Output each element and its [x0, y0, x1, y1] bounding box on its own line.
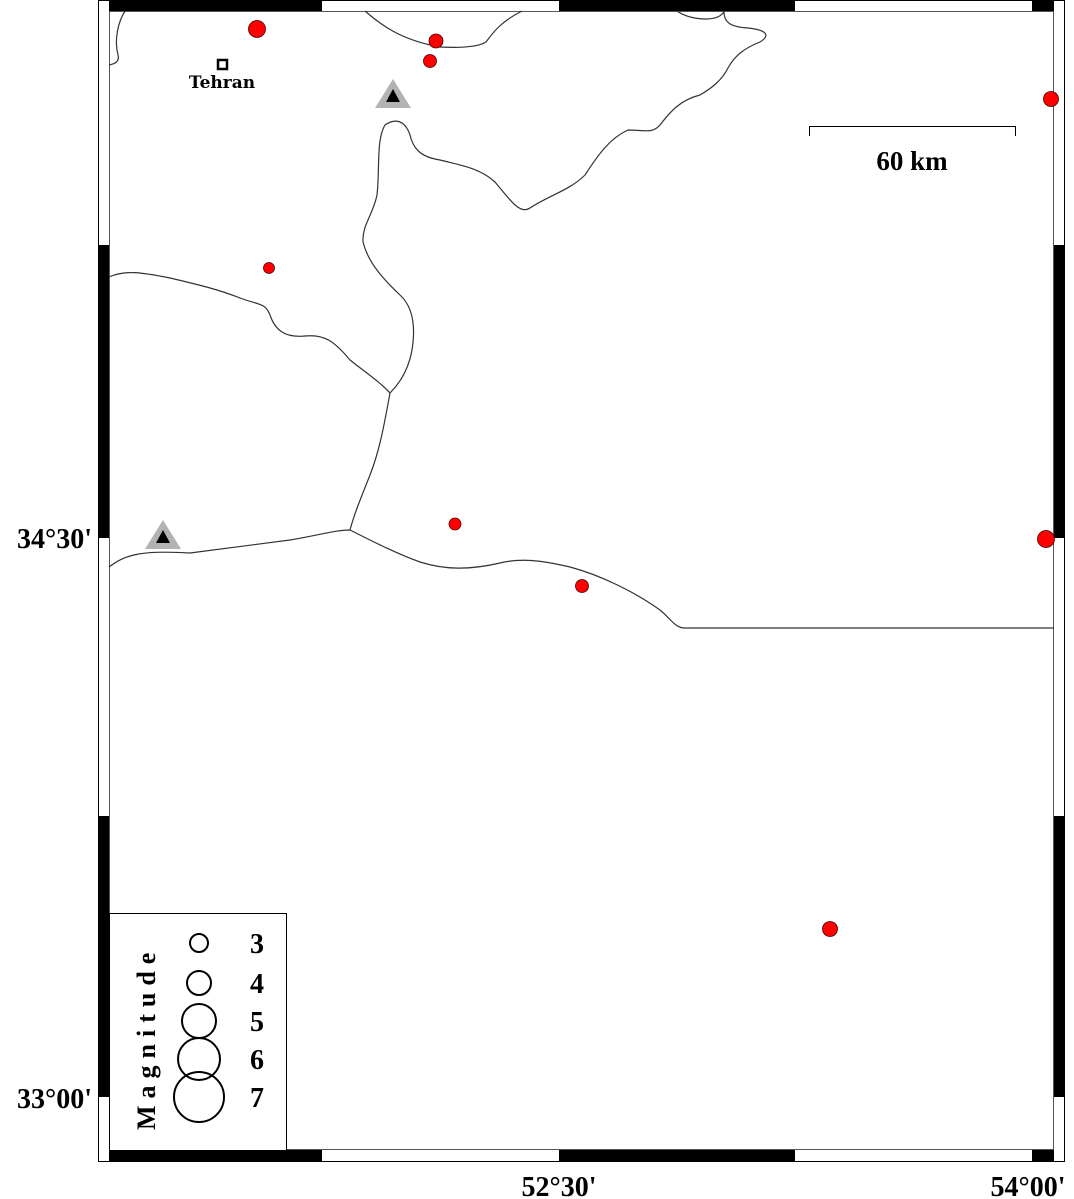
square-city-icon — [216, 58, 229, 71]
earthquake-marker[interactable] — [428, 33, 444, 49]
province-boundary-west — [108, 272, 391, 394]
station-marker[interactable] — [375, 79, 411, 108]
earthquakes — [248, 20, 1059, 937]
y-axis-label: 33°00' — [17, 1084, 92, 1115]
earthquake-marker[interactable] — [248, 20, 266, 38]
legend-circle-icon — [186, 970, 212, 996]
legend-entry: 7 — [250, 1083, 264, 1114]
boundaries — [108, 10, 1054, 629]
legend-title: Magnitude — [132, 946, 161, 1130]
coastline-northwest — [108, 10, 126, 66]
legend-entry: 5 — [250, 1007, 264, 1038]
earthquake-marker[interactable] — [263, 262, 275, 274]
legend-entry: 6 — [250, 1045, 264, 1076]
scale-bar: 60 km — [809, 126, 1016, 176]
earthquake-marker[interactable] — [1037, 530, 1055, 548]
magnitude-legend: Magnitude 3 4 5 6 7 — [109, 913, 287, 1151]
earthquake-marker[interactable] — [575, 579, 589, 593]
earthquake-marker[interactable] — [423, 54, 437, 68]
legend-entry: 3 — [250, 929, 264, 960]
scale-bar-label: 60 km — [876, 146, 948, 176]
earthquake-marker[interactable] — [1043, 91, 1059, 107]
x-axis-label: 54°00' — [991, 1172, 1066, 1199]
earthquake-marker[interactable] — [448, 517, 462, 531]
province-boundary-central — [349, 392, 391, 531]
legend-circle-icon — [189, 933, 209, 953]
x-axis-label: 52°30' — [522, 1172, 597, 1199]
city-label: Tehran — [189, 73, 255, 93]
legend-circle-icon — [173, 1071, 225, 1123]
y-axis-label: 34°30' — [17, 524, 92, 555]
legend-entry: 4 — [250, 969, 264, 1000]
legend-circle-icon — [177, 1037, 221, 1081]
province-boundary-north — [362, 10, 767, 394]
station-marker[interactable] — [145, 520, 181, 549]
city-tehran: Tehran — [189, 58, 255, 93]
province-boundary-south — [108, 529, 1054, 629]
earthquake-marker[interactable] — [822, 921, 838, 937]
coastline-lake — [364, 10, 523, 48]
